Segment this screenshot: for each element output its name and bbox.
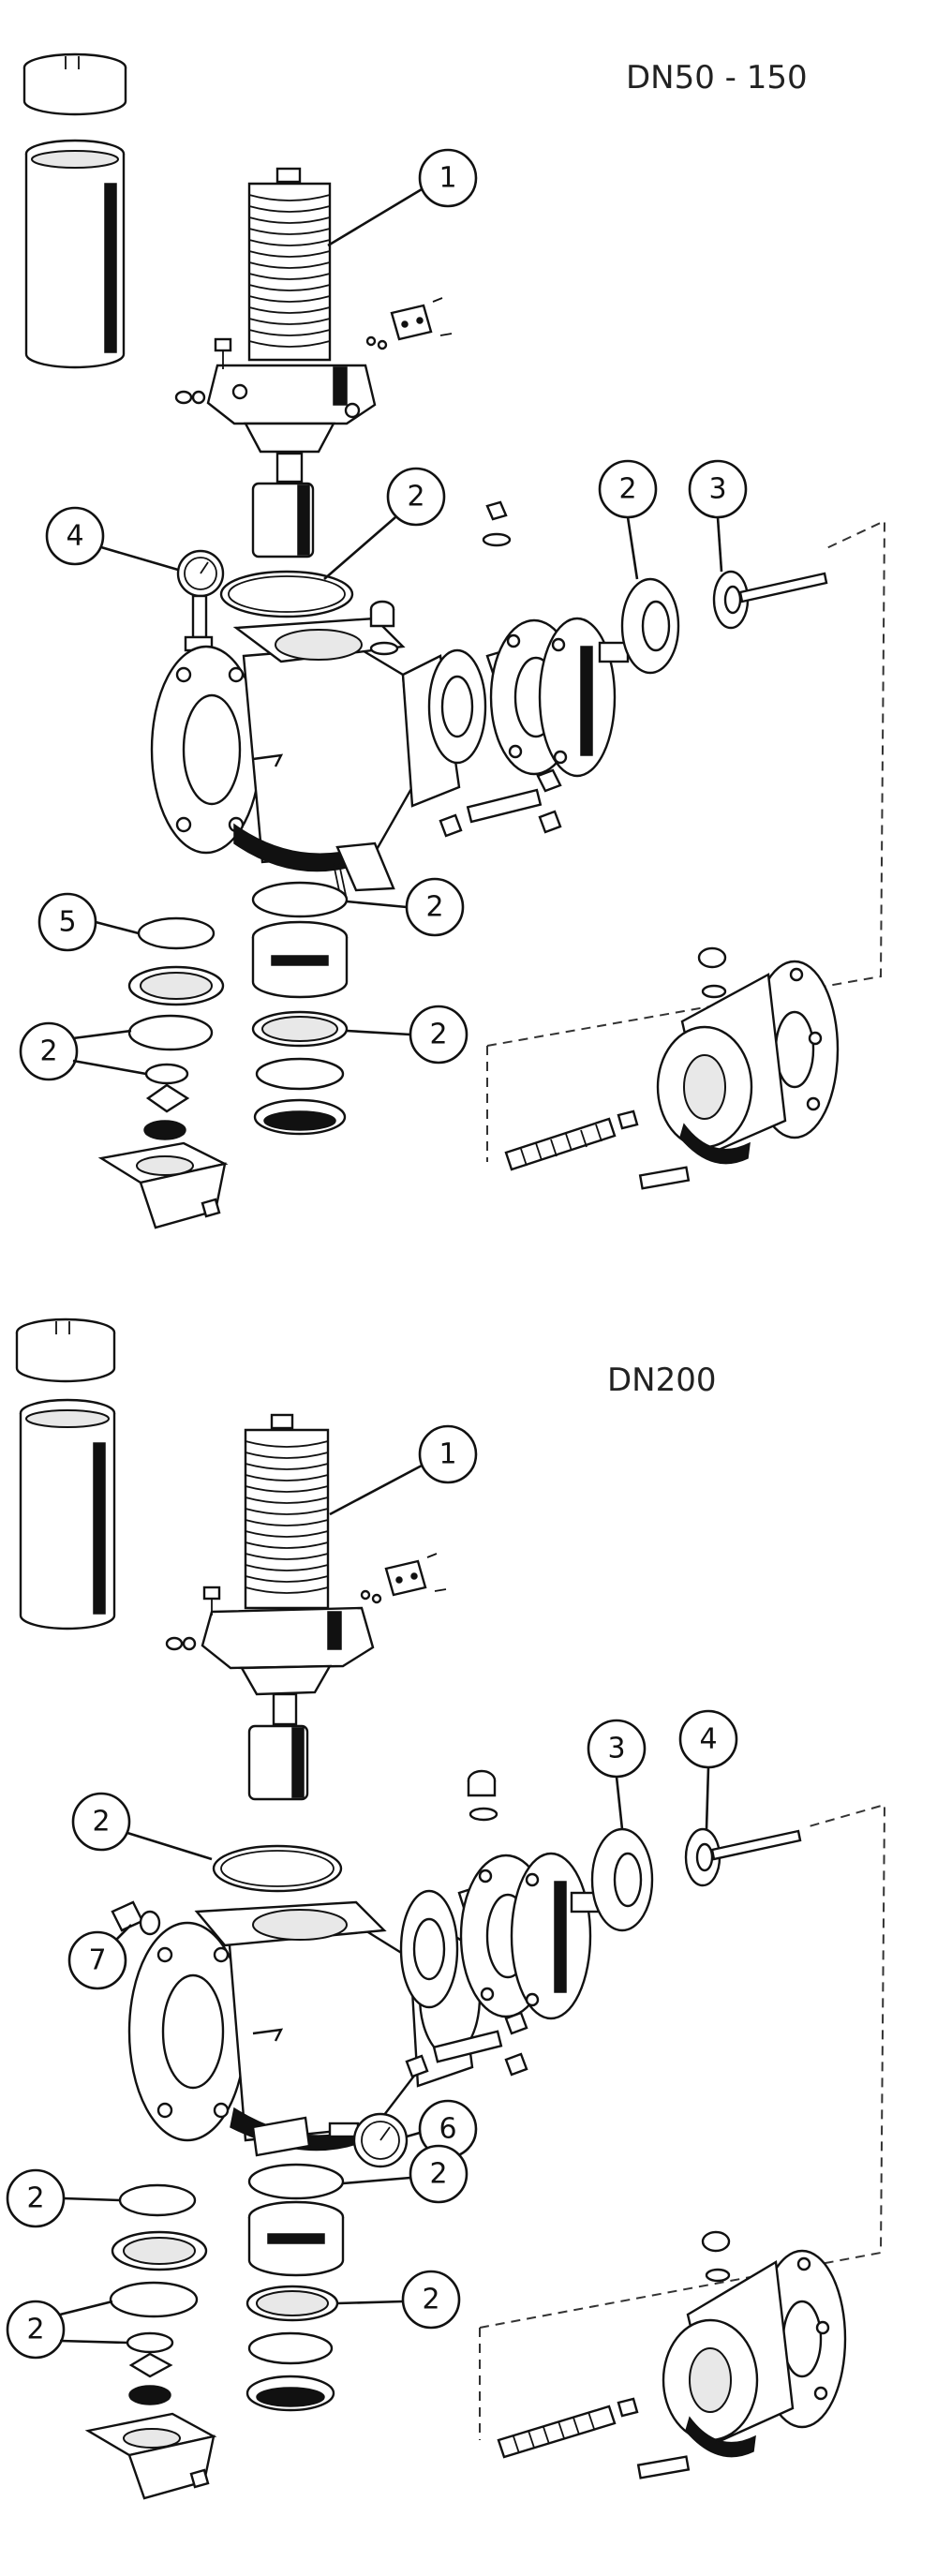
callout-number: 2 <box>407 481 424 514</box>
callout-number: 2 <box>425 891 443 924</box>
pilot-stem <box>712 570 828 630</box>
callout-4-bottom: 4 <box>678 1709 738 1830</box>
housing-screws-2 <box>165 1586 221 1651</box>
callout-5-top: 4 <box>45 506 179 572</box>
spring-top <box>504 1109 691 1190</box>
o-ring-upper <box>219 570 354 618</box>
o-ring-upper-2 <box>212 1844 343 1893</box>
lower-stack-middle-2 <box>245 2163 345 2412</box>
flange-stack-2 <box>399 1852 602 2020</box>
callout-number: 7 <box>88 1944 106 1977</box>
assembly-dn200: DN200 <box>6 1318 886 2500</box>
dashed-outline-bottom <box>479 1803 886 2440</box>
callout-number: 2 <box>39 1035 57 1068</box>
callout-number: 2 <box>618 473 636 506</box>
callout-2-bottom-a: 2 <box>71 1792 213 1861</box>
protective-sleeve <box>24 139 126 369</box>
callout-4-top: 3 <box>688 459 748 573</box>
callout-number: 2 <box>26 2314 44 2346</box>
dashed-outline-top <box>486 519 886 1162</box>
callout-3-top: 2 <box>598 459 658 580</box>
spring-bottom <box>497 2397 691 2479</box>
pilot-body-top <box>656 946 840 1165</box>
spring-housing <box>206 167 377 484</box>
callout-2-top-b: 5 <box>37 892 140 952</box>
callout-2-top-a: 2 <box>323 467 446 580</box>
callout-2-top-c: 2 <box>19 1021 147 1081</box>
plug-top-2 <box>467 1769 498 1822</box>
sleeve-ring-2 <box>15 1318 116 1383</box>
callout-2-bottom-b: 2 <box>6 2168 121 2228</box>
indicator-plate <box>365 297 453 350</box>
sleeve-ring <box>22 52 127 116</box>
callout-number: 2 <box>26 2182 44 2215</box>
callout-number: 3 <box>607 1733 625 1765</box>
callout-number: 4 <box>66 520 83 553</box>
screw-set-top <box>482 500 630 663</box>
callout-number: 2 <box>429 1019 447 1051</box>
callout-1-bottom: 1 <box>329 1424 478 1516</box>
assembly-dn50-150: DN50 - 150 <box>19 52 886 1229</box>
stud-nuts <box>439 768 562 838</box>
gauge-6 <box>328 2112 409 2168</box>
pressure-gauge <box>176 549 225 652</box>
flange-stack <box>427 617 617 778</box>
callout-number: 3 <box>708 473 726 506</box>
pilot-washer-2 <box>590 1827 654 1932</box>
callout-number: 1 <box>439 162 456 195</box>
lower-stack-middle <box>251 881 349 1136</box>
lower-stack-left <box>97 916 229 1229</box>
callout-2-top-e: 2 <box>346 1005 468 1065</box>
pilot-washer <box>620 577 680 675</box>
callout-number: 2 <box>92 1806 110 1839</box>
pilot-body-bottom <box>662 2230 847 2458</box>
valve-body-top <box>150 617 461 901</box>
callout-7-bottom: 7 <box>67 1924 132 1990</box>
piston-2 <box>247 1724 309 1801</box>
piston <box>251 482 315 558</box>
lower-stack-left-2 <box>84 2183 217 2500</box>
callout-number: 6 <box>439 2113 456 2146</box>
callout-2-top-d: 2 <box>346 877 465 937</box>
indicator-plate-2 <box>360 1553 447 1604</box>
stud-nuts-2 <box>405 2011 528 2078</box>
callout-2-bottom-e: 2 <box>336 2270 461 2330</box>
callout-2-bottom-c: 2 <box>6 2300 128 2360</box>
pilot-stem-2 <box>684 1827 802 1887</box>
callout-number: 1 <box>439 1438 456 1471</box>
heading-dn200: DN200 <box>607 1362 717 1399</box>
housing-screws <box>174 337 232 405</box>
valve-body-bottom <box>127 1900 482 2157</box>
callout-number: 2 <box>429 2158 447 2191</box>
callout-number: 4 <box>699 1723 717 1756</box>
callout-2-bottom-d: 2 <box>342 2144 468 2204</box>
protective-sleeve-2 <box>19 1398 116 1630</box>
callout-3-bottom: 3 <box>587 1719 647 1830</box>
plug-top <box>369 600 399 656</box>
plug-side-7 <box>111 1900 161 1936</box>
callout-1-top: 1 <box>327 148 478 247</box>
spring-housing-2 <box>201 1413 375 1726</box>
callout-number: 5 <box>58 906 76 939</box>
heading-dn50-150: DN50 - 150 <box>626 59 808 97</box>
callout-number: 2 <box>422 2284 439 2316</box>
